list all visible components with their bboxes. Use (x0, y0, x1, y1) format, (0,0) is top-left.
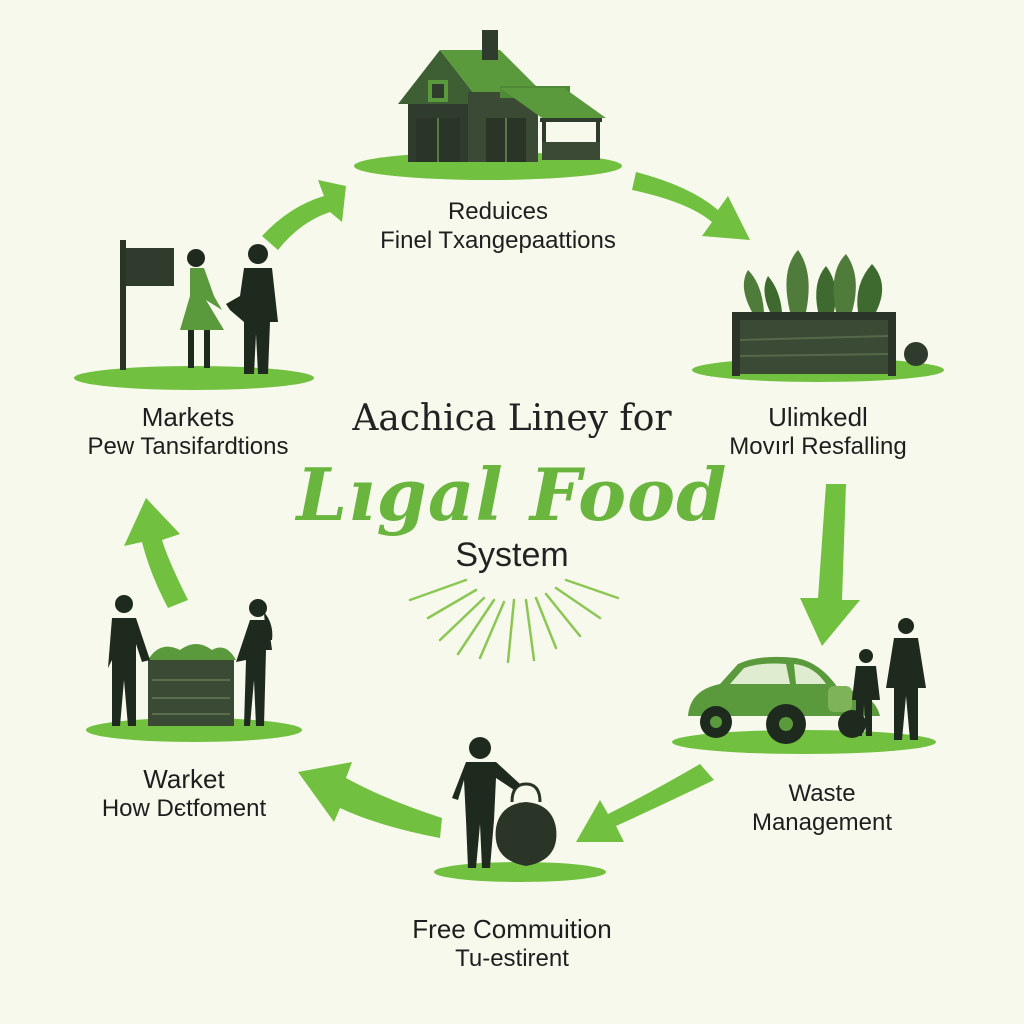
center-title-line-3: System (455, 536, 569, 574)
stage-right-top-line-1: Ulimkedl (768, 402, 868, 432)
planter-box-icon (86, 644, 302, 742)
stage-right-top-line-2: Movırl Resfalling (729, 433, 907, 461)
people-with-flag-icon (74, 240, 314, 390)
stage-label-right-bottom: Waste Management (752, 780, 892, 838)
sunburst-rays (408, 578, 620, 664)
arrow-right-down (800, 484, 860, 646)
stage-bottom-line-1: Free Commuition (412, 914, 612, 944)
arrow-top-to-right (632, 172, 750, 240)
stage-label-right-top: Ulimkedl Movırl Resfalling (729, 402, 906, 462)
stage-top-line-1: Reduices (447, 198, 549, 225)
arrow-right-to-bottom (576, 764, 714, 842)
stage-label-top: Reduices Finel Txangepaattions (380, 198, 616, 256)
arrow-bottom-to-left (298, 762, 442, 838)
vintage-car-icon (672, 656, 936, 754)
arrow-left-to-top (262, 180, 346, 250)
stage-left-top-line-1: Markets (141, 402, 235, 432)
center-title-main: Lıgal Food (296, 452, 728, 537)
center-title-line-1: Aachica Liney for (352, 398, 672, 439)
compost-pot-icon (434, 737, 606, 882)
raised-garden-bed-icon (692, 250, 944, 382)
stage-label-left-top: Markets Pew Tansifardtions (88, 402, 289, 462)
stage-left-bottom-line-1: Warket (143, 764, 225, 794)
people-silhouettes-right (852, 618, 926, 740)
stage-left-bottom-line-2: How Dєtfoment (101, 795, 267, 823)
people-silhouettes-left-bottom (108, 595, 273, 726)
stage-right-bottom-line-1: Waste (788, 780, 856, 807)
arrow-left-up (124, 498, 188, 608)
cycle-arrows (124, 172, 860, 842)
stage-label-bottom: Free Commuition Tu-estirent (412, 914, 611, 974)
farmhouse-icon (354, 30, 622, 180)
stage-top-line-2: Finel Txangepaattions (380, 226, 616, 254)
stage-left-top-line-2: Pew Tansifardtions (87, 433, 289, 461)
stage-bottom-line-2: Tu-estirent (455, 945, 569, 973)
stage-right-bottom-line-2: Management (751, 808, 893, 836)
stage-label-left-bottom: Warket How Dєtfoment (102, 764, 266, 824)
